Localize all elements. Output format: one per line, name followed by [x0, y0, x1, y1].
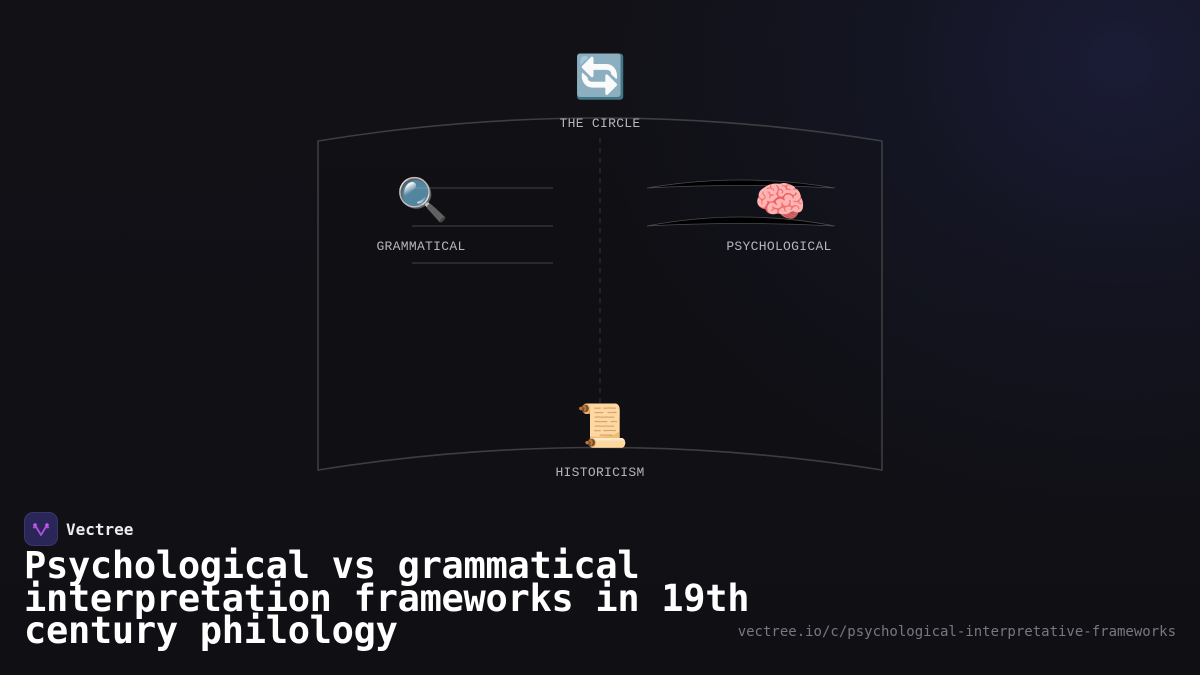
scroll-icon: 📜 [576, 401, 629, 450]
page-url: vectree.io/c/psychological-interpretativ… [737, 624, 1176, 640]
node-label-the-circle: THE CIRCLE [559, 116, 641, 131]
vectree-logo-icon [24, 512, 58, 546]
magnifying-glass-icon: 🔍 [396, 175, 449, 224]
page-title: Psychological vs grammatical interpretat… [24, 544, 750, 652]
node-label-grammatical: GRAMMATICAL [376, 239, 466, 254]
node-label-historicism: HISTORICISM [555, 465, 645, 480]
brain-icon: 🧠 [754, 177, 807, 226]
node-label-psychological: PSYCHOLOGICAL [726, 239, 832, 254]
counterclockwise-arrows-icon: 🔄 [574, 52, 627, 101]
brand: Vectree [24, 512, 133, 546]
brand-name: Vectree [66, 519, 134, 539]
